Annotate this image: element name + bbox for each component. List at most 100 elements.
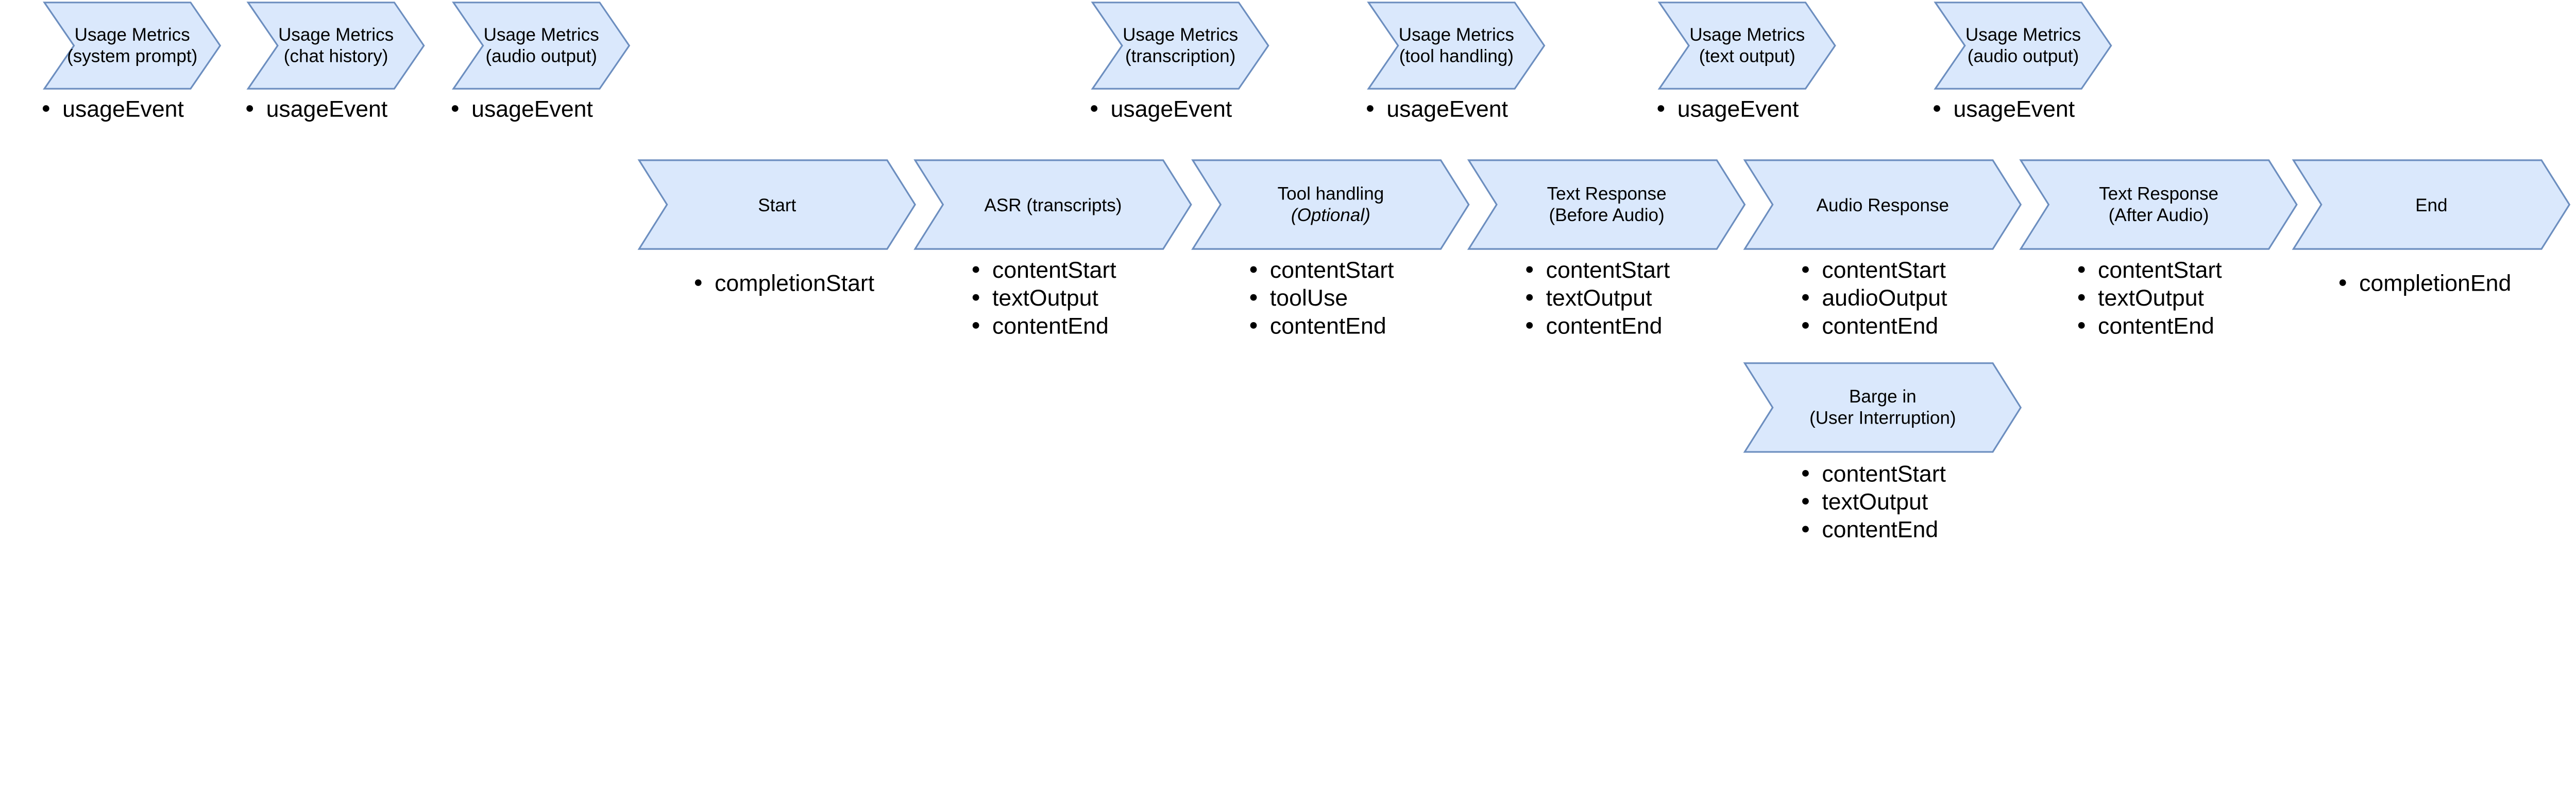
usage-metrics-step: Usage Metrics(system prompt) usageEvent bbox=[42, 2, 222, 122]
chevron-shape bbox=[637, 159, 917, 250]
chevron-shape bbox=[1657, 2, 1836, 90]
flow-step: Text Response(After Audio) contentStart te… bbox=[2019, 159, 2298, 339]
step-title: Text Response bbox=[2099, 183, 2218, 204]
chevron-shape bbox=[452, 2, 631, 90]
chevron-shape bbox=[2292, 159, 2571, 250]
bullet-icon bbox=[1250, 322, 1257, 329]
bullet-icon bbox=[972, 294, 979, 301]
step-title: Start bbox=[758, 195, 796, 215]
bullet-icon bbox=[1802, 498, 1809, 505]
bullet-icon bbox=[1802, 526, 1809, 533]
step-title: Tool handling bbox=[1278, 183, 1384, 204]
step-title: Audio Response bbox=[1817, 195, 1949, 215]
step-subtitle: (Optional) bbox=[1291, 205, 1370, 225]
event-item: completionEnd bbox=[2359, 271, 2511, 296]
flow-step: Text Response(Before Audio) contentStart t… bbox=[1467, 159, 1746, 339]
event-item: usageEvent bbox=[266, 96, 388, 122]
event-item: contentStart bbox=[1822, 461, 1946, 486]
chevron-shape bbox=[1367, 2, 1546, 90]
bullet-icon bbox=[1526, 266, 1533, 273]
event-item: usageEvent bbox=[62, 96, 184, 122]
event-item: contentEnd bbox=[1270, 313, 1386, 339]
bullet-icon bbox=[1802, 266, 1809, 273]
event-item: contentEnd bbox=[1822, 517, 1938, 543]
step-subtitle: (text output) bbox=[1699, 46, 1795, 66]
usage-metrics-step: Usage Metrics(text output)usageEvent bbox=[1657, 2, 1836, 122]
event-item: completionStart bbox=[715, 271, 875, 296]
step-subtitle: (chat history) bbox=[284, 46, 388, 66]
event-item: contentStart bbox=[1270, 258, 1394, 283]
step-title: ASR (transcripts) bbox=[985, 195, 1122, 215]
step-subtitle: (audio output) bbox=[486, 46, 597, 66]
usage-metrics-step: Usage Metrics(audio output) usageEvent bbox=[451, 2, 631, 122]
step-title: Text Response bbox=[1547, 183, 1667, 204]
bullet-icon bbox=[972, 266, 979, 273]
event-item: usageEvent bbox=[1386, 96, 1508, 122]
event-item: contentStart bbox=[1546, 258, 1670, 283]
event-item: textOutput bbox=[2098, 286, 2204, 311]
step-subtitle: (After Audio) bbox=[2109, 205, 2209, 225]
bullet-icon bbox=[1802, 322, 1809, 329]
step-subtitle: (Before Audio) bbox=[1549, 205, 1665, 225]
bullet-icon bbox=[1657, 105, 1665, 112]
event-item: contentEnd bbox=[2098, 313, 2214, 339]
event-item: textOutput bbox=[1546, 286, 1652, 311]
usage-metrics-step: Usage Metrics(tool handling) usageEvent bbox=[1367, 2, 1546, 122]
chevron-shape bbox=[1743, 362, 2022, 453]
flow-step: Start completionStart bbox=[637, 159, 917, 296]
step-title: Barge in bbox=[1849, 387, 1917, 407]
step-title: Usage Metrics bbox=[484, 25, 599, 45]
event-item: contentStart bbox=[2098, 258, 2222, 283]
step-subtitle: (transcription) bbox=[1125, 46, 1235, 66]
bullet-icon bbox=[2078, 322, 2085, 329]
event-item: usageEvent bbox=[471, 96, 593, 122]
chevron-shape bbox=[1467, 159, 1746, 250]
event-item: usageEvent bbox=[1677, 96, 1799, 122]
bullet-icon bbox=[1250, 294, 1257, 301]
bullet-icon bbox=[1526, 294, 1533, 301]
event-item: contentEnd bbox=[992, 313, 1109, 339]
bullet-icon bbox=[1367, 105, 1374, 112]
bullet-icon bbox=[2339, 279, 2346, 286]
usage-metrics-step: Usage Metrics(audio output)usageEvent bbox=[1934, 2, 2112, 122]
usage-metrics-step: Usage Metrics(chat history) usageEvent bbox=[246, 2, 425, 122]
chevron-shape bbox=[1743, 159, 2022, 250]
bullet-icon bbox=[1802, 469, 1809, 477]
step-title: End bbox=[2415, 195, 2447, 215]
bullet-icon bbox=[972, 322, 979, 329]
step-subtitle: (audio output) bbox=[1968, 46, 2079, 66]
event-item: usageEvent bbox=[1953, 96, 2075, 122]
step-subtitle: (tool handling) bbox=[1399, 46, 1514, 66]
event-item: usageEvent bbox=[1111, 96, 1232, 122]
chevron-shape bbox=[1934, 2, 2112, 90]
usage-metrics-step: Usage Metrics(transcription) usageEvent bbox=[1091, 2, 1269, 122]
event-item: contentStart bbox=[992, 258, 1116, 283]
chevron-shape bbox=[43, 2, 222, 90]
step-title: Usage Metrics bbox=[75, 25, 190, 45]
event-item: contentEnd bbox=[1822, 313, 1938, 339]
step-subtitle: (User Interruption) bbox=[1809, 408, 1956, 428]
bullet-icon bbox=[2078, 294, 2085, 301]
step-title: Usage Metrics bbox=[278, 25, 394, 45]
event-item: textOutput bbox=[992, 286, 1098, 311]
step-subtitle: (system prompt) bbox=[67, 46, 197, 66]
bullet-icon bbox=[694, 279, 702, 286]
chevron-shape bbox=[1191, 159, 1470, 250]
event-item: textOutput bbox=[1822, 490, 1928, 515]
bullet-icon bbox=[1934, 105, 1940, 112]
chevron-shape bbox=[246, 2, 425, 90]
flow-step: Audio ResponsecontentStartaudioOutputcon… bbox=[1743, 159, 2022, 339]
bullet-icon bbox=[42, 105, 49, 112]
bullet-icon bbox=[1802, 294, 1809, 301]
event-item: toolUse bbox=[1270, 286, 1348, 311]
step-title: Usage Metrics bbox=[1399, 25, 1514, 45]
bullet-icon bbox=[451, 105, 459, 112]
barge-in-step: Barge in(User Interruption) contentStart t… bbox=[1743, 362, 2022, 543]
chevron-shape bbox=[1091, 2, 1269, 90]
bullet-icon bbox=[1091, 105, 1098, 112]
bullet-icon bbox=[1250, 266, 1257, 273]
bullet-icon bbox=[246, 105, 253, 112]
event-item: audioOutput bbox=[1822, 286, 1947, 311]
bullet-icon bbox=[1526, 322, 1533, 329]
step-title: Usage Metrics bbox=[1123, 25, 1238, 45]
